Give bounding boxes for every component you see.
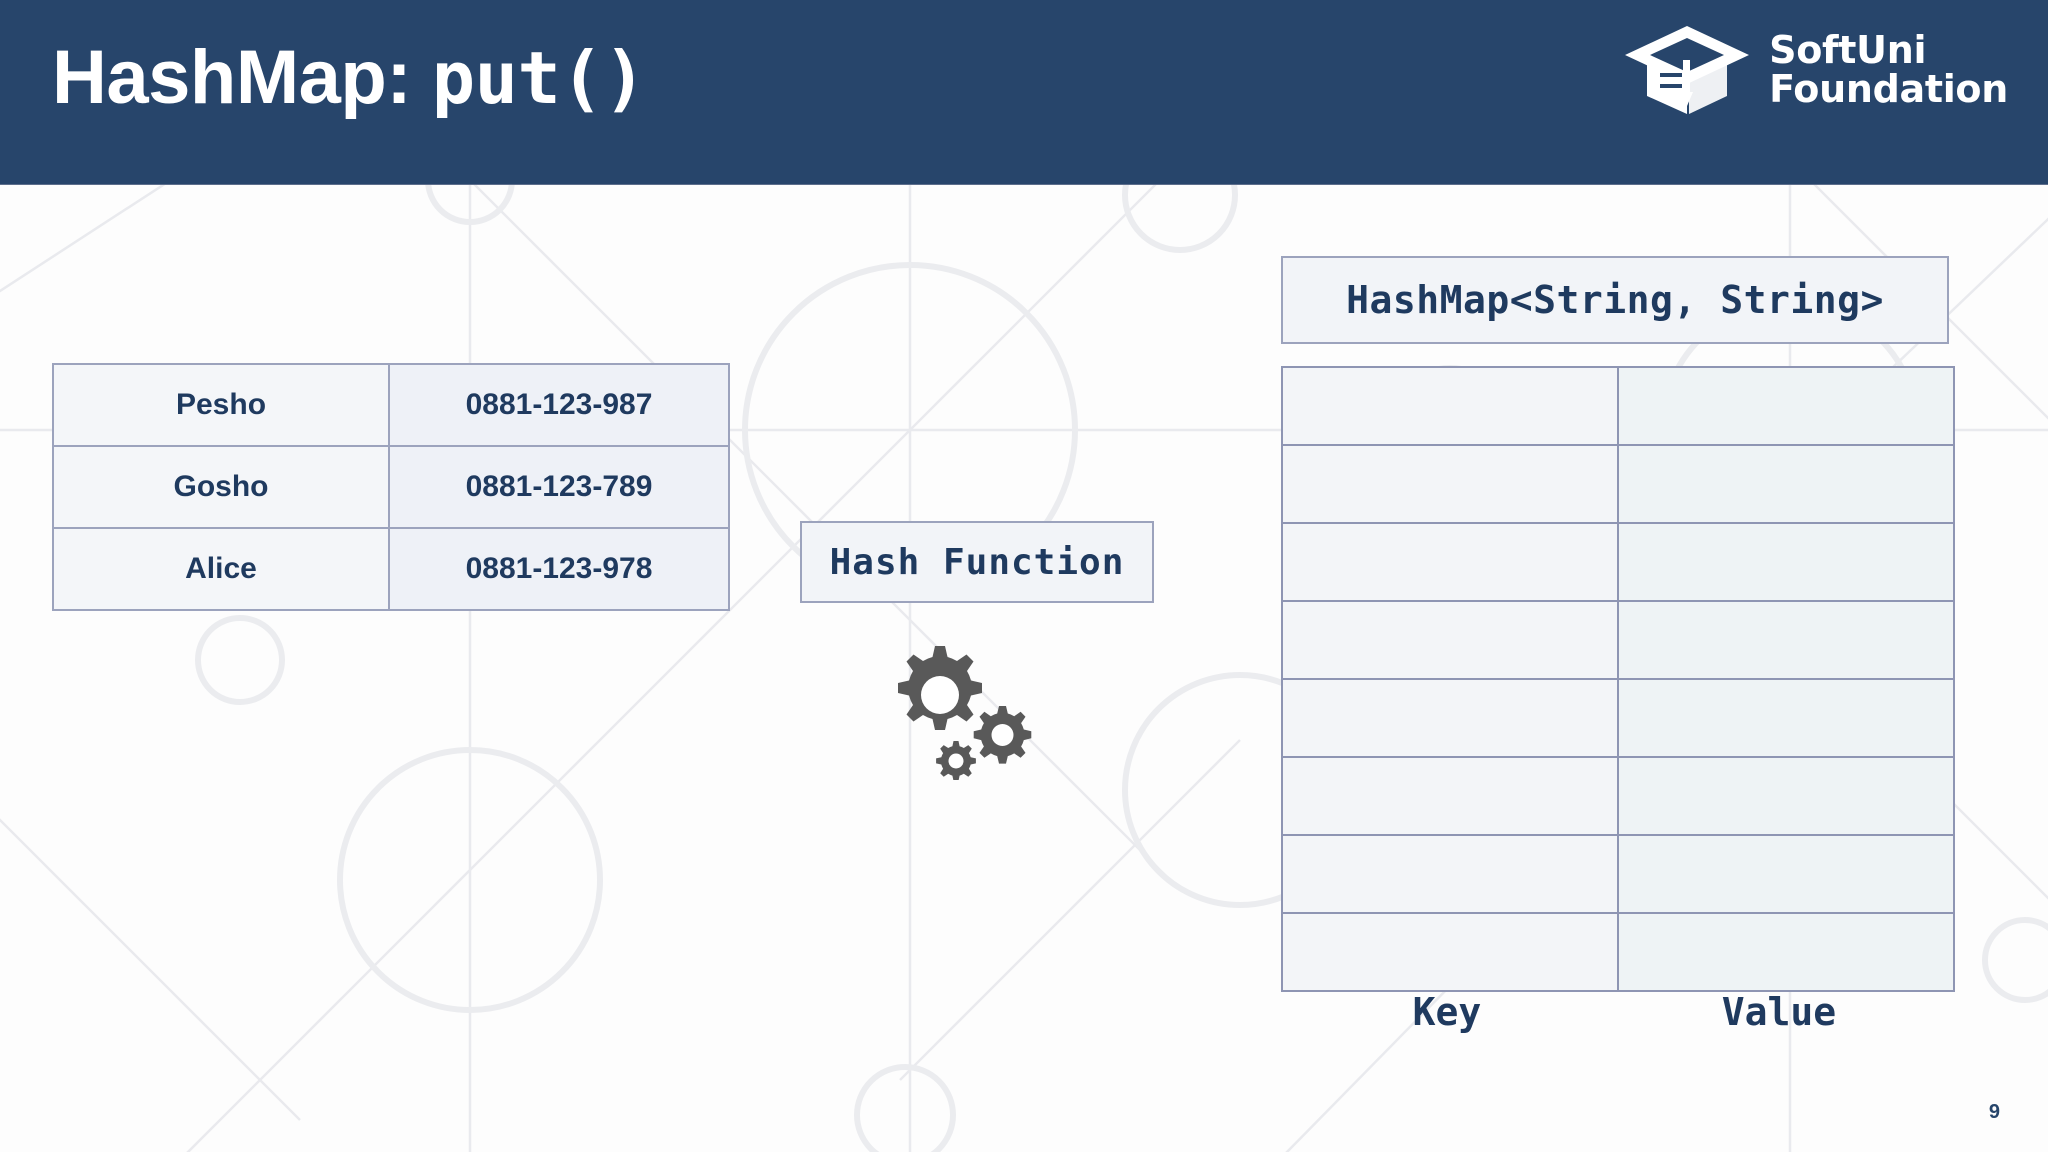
hashmap-value-cell	[1617, 444, 1955, 524]
hashmap-value-cell	[1617, 834, 1955, 914]
table-row	[1281, 912, 1955, 992]
hashmap-key-cell	[1281, 834, 1619, 914]
table-row	[1281, 834, 1955, 914]
hashmap-key-cell	[1281, 444, 1619, 524]
value-column-label: Value	[1721, 990, 1837, 1034]
table-row	[1281, 756, 1955, 836]
input-phone-cell: 0881-123-978	[388, 527, 730, 611]
hashmap-type-header-box: HashMap<String, String>	[1281, 256, 1949, 344]
hashmap-value-cell	[1617, 366, 1955, 446]
hashmap-type-label: HashMap<String, String>	[1346, 278, 1884, 322]
logo-line-1: SoftUni	[1769, 28, 1927, 73]
table-row	[1281, 366, 1955, 446]
logo-wordmark: SoftUni Foundation	[1769, 31, 2008, 109]
page-title-method: put()	[431, 36, 647, 120]
hash-function-label: Hash Function	[829, 541, 1125, 583]
hashmap-key-cell	[1281, 600, 1619, 680]
hash-function-box: Hash Function	[800, 521, 1154, 603]
input-name-cell: Alice	[52, 527, 390, 611]
hashmap-key-cell	[1281, 522, 1619, 602]
input-name-cell: Pesho	[52, 363, 390, 447]
page-title: HashMap: put()	[52, 35, 647, 120]
hashmap-column-labels: Key Value	[1281, 990, 1945, 1034]
table-row	[1281, 600, 1955, 680]
hashmap-key-cell	[1281, 366, 1619, 446]
table-row: Alice 0881-123-978	[52, 527, 730, 611]
hashmap-value-cell	[1617, 600, 1955, 680]
hashmap-value-cell	[1617, 522, 1955, 602]
table-row: Pesho 0881-123-987	[52, 363, 730, 447]
input-phone-cell: 0881-123-789	[388, 445, 730, 529]
table-row	[1281, 444, 1955, 524]
table-row	[1281, 522, 1955, 602]
hashmap-buckets-body	[1281, 366, 1955, 992]
gears-icon	[898, 646, 1032, 780]
input-phone-cell: 0881-123-987	[388, 363, 730, 447]
logo-line-2: Foundation	[1769, 67, 2008, 111]
table-row: Gosho 0881-123-789	[52, 445, 730, 529]
softuni-foundation-logo: SoftUni Foundation	[1623, 24, 2008, 116]
input-name-cell: Gosho	[52, 445, 390, 529]
input-pairs-table: Pesho 0881-123-987 Gosho 0881-123-789 Al…	[52, 363, 730, 611]
slide-header-bar: HashMap: put() SoftUni Foundation	[0, 0, 2048, 184]
key-column-label: Key	[1412, 990, 1482, 1034]
hashmap-value-cell	[1617, 912, 1955, 992]
page-title-text: HashMap:	[52, 35, 432, 120]
hashmap-key-cell	[1281, 912, 1619, 992]
input-pairs-body: Pesho 0881-123-987 Gosho 0881-123-789 Al…	[52, 363, 730, 611]
table-row	[1281, 678, 1955, 758]
hashmap-value-cell	[1617, 678, 1955, 758]
graduation-cap-diamond-icon	[1625, 26, 1750, 114]
hashmap-buckets-table	[1281, 366, 1955, 992]
hashmap-key-cell	[1281, 756, 1619, 836]
hashmap-value-cell	[1617, 756, 1955, 836]
hashmap-key-cell	[1281, 678, 1619, 758]
slide-number: 9	[1988, 1101, 2000, 1123]
